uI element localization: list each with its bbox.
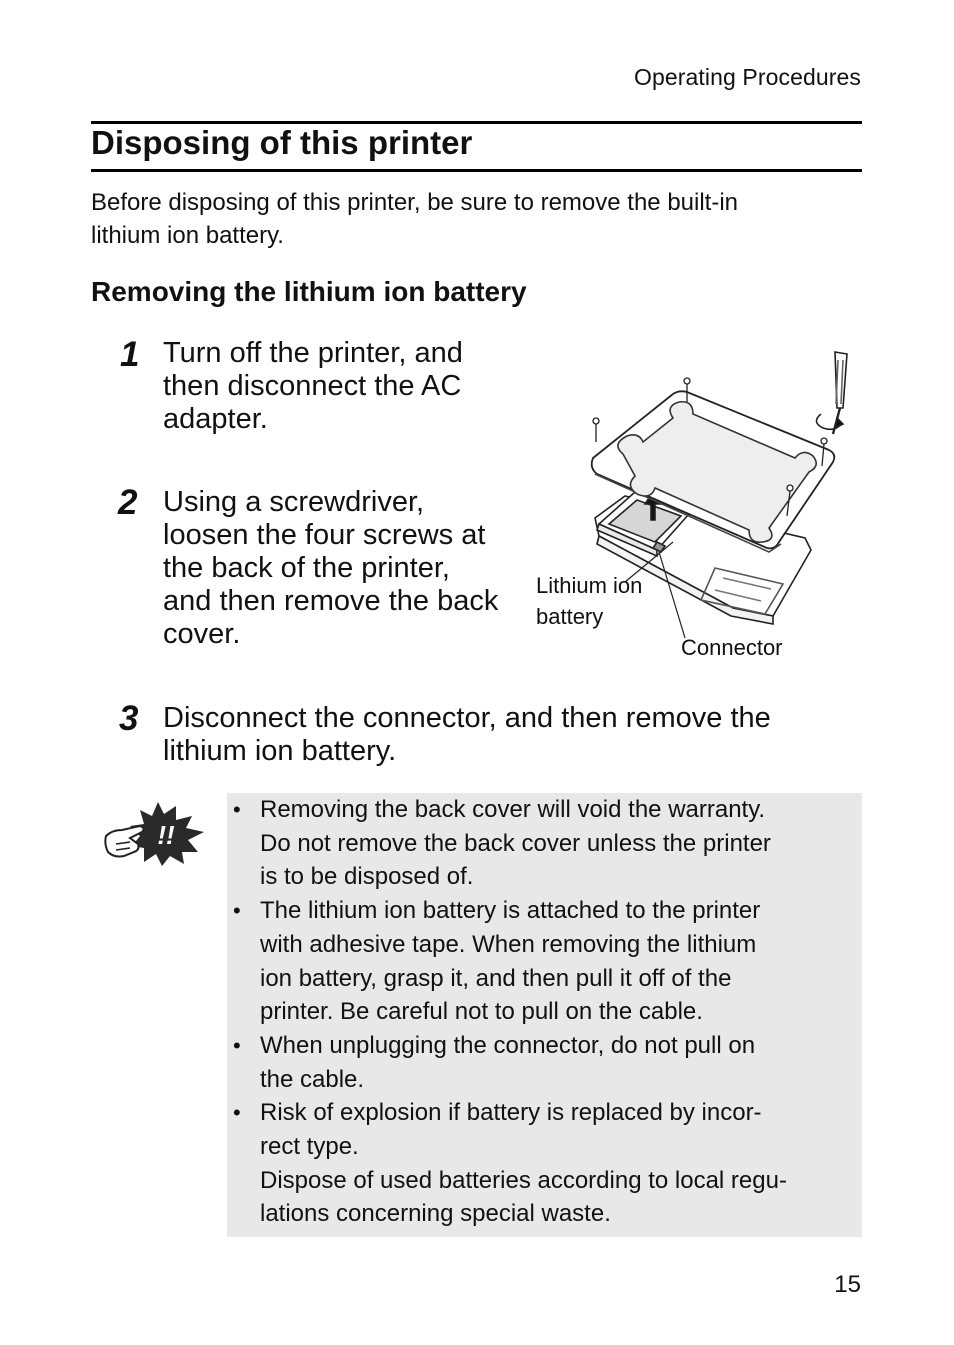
step-1-text: Turn off the printer, and then disconnec…: [163, 337, 463, 436]
note-line: ion battery, grasp it, and then pull it …: [260, 964, 732, 992]
note-line: is to be disposed of.: [260, 863, 474, 891]
subsection-title: Removing the lithium ion battery: [91, 276, 527, 307]
note-line: Removing the back cover will void the wa…: [260, 796, 766, 823]
printer-disassembly-illustration: Lithium ion battery Connector: [533, 346, 863, 666]
note-line: When unplugging the connector, do not pu…: [260, 1031, 756, 1059]
note-item: • When unplugging the connector, do not …: [227, 1029, 787, 1096]
note-line: lations concerning special waste.: [260, 1200, 611, 1228]
caution-hand-exclamation-icon: !!: [100, 800, 208, 866]
intro-paragraph: Before disposing of this printer, be sur…: [91, 186, 851, 252]
step-line: Using a screwdriver,: [163, 486, 425, 518]
step-2-text: Using a screwdriver, loosen the four scr…: [163, 486, 498, 651]
note-line: the cable.: [260, 1065, 365, 1093]
note-line: Dispose of used batteries according to l…: [260, 1166, 787, 1194]
title-rule-top: [91, 121, 862, 124]
connector-callout: Connector: [681, 635, 783, 660]
step-line: then disconnect the AC: [163, 370, 462, 402]
step-3-number: 3: [119, 699, 139, 738]
note-line: with adhesive tape. When removing the li…: [260, 930, 757, 958]
caution-icon-text: !!: [157, 820, 175, 850]
step-line: the back of the printer,: [163, 552, 450, 584]
step-line: Turn off the printer, and: [163, 337, 463, 369]
step-line: cover.: [163, 618, 241, 650]
note-line: printer. Be careful not to pull on the c…: [260, 998, 703, 1026]
step-line: loosen the four screws at: [163, 519, 486, 551]
bullet-icon: •: [233, 898, 241, 924]
running-header: Operating Procedures: [633, 64, 861, 90]
step-line: and then remove the back: [163, 585, 499, 617]
intro-line: Before disposing of this printer, be sur…: [91, 189, 739, 216]
bullet-icon: •: [233, 797, 241, 822]
bullet-icon: •: [233, 1032, 241, 1058]
step-1-number: 1: [120, 335, 140, 374]
step-line: adapter.: [163, 403, 268, 435]
caution-notes-list: • Removing the back cover will void the …: [227, 793, 787, 1231]
page-number: 15: [834, 1271, 861, 1298]
section-title: Disposing of this printer: [91, 124, 473, 161]
step-3-text: Disconnect the connector, and then remov…: [163, 702, 771, 768]
callout-line: battery: [536, 604, 604, 629]
note-line: rect type.: [260, 1133, 359, 1161]
note-item: • The lithium ion battery is attached to…: [227, 894, 787, 1029]
battery-callout: Lithium ion battery: [536, 570, 642, 632]
note-line: Risk of explosion if battery is replaced…: [260, 1099, 762, 1127]
intro-line: lithium ion battery.: [91, 222, 284, 249]
callout-line: Lithium ion: [536, 573, 643, 598]
step-2-number: 2: [118, 483, 138, 522]
bullet-icon: •: [233, 1100, 241, 1126]
note-item: • Removing the back cover will void the …: [227, 793, 787, 894]
note-line: The lithium ion battery is attached to t…: [260, 897, 761, 925]
note-item: • Risk of explosion if battery is replac…: [227, 1096, 787, 1231]
caution-notes-box: • Removing the back cover will void the …: [227, 793, 862, 1237]
note-line: Do not remove the back cover unless the …: [260, 829, 771, 857]
step-line: lithium ion battery.: [163, 735, 397, 767]
step-line: Disconnect the connector, and then remov…: [163, 702, 771, 734]
printer-illustration-drawing: [590, 351, 848, 639]
title-rule-bottom: [91, 169, 862, 172]
